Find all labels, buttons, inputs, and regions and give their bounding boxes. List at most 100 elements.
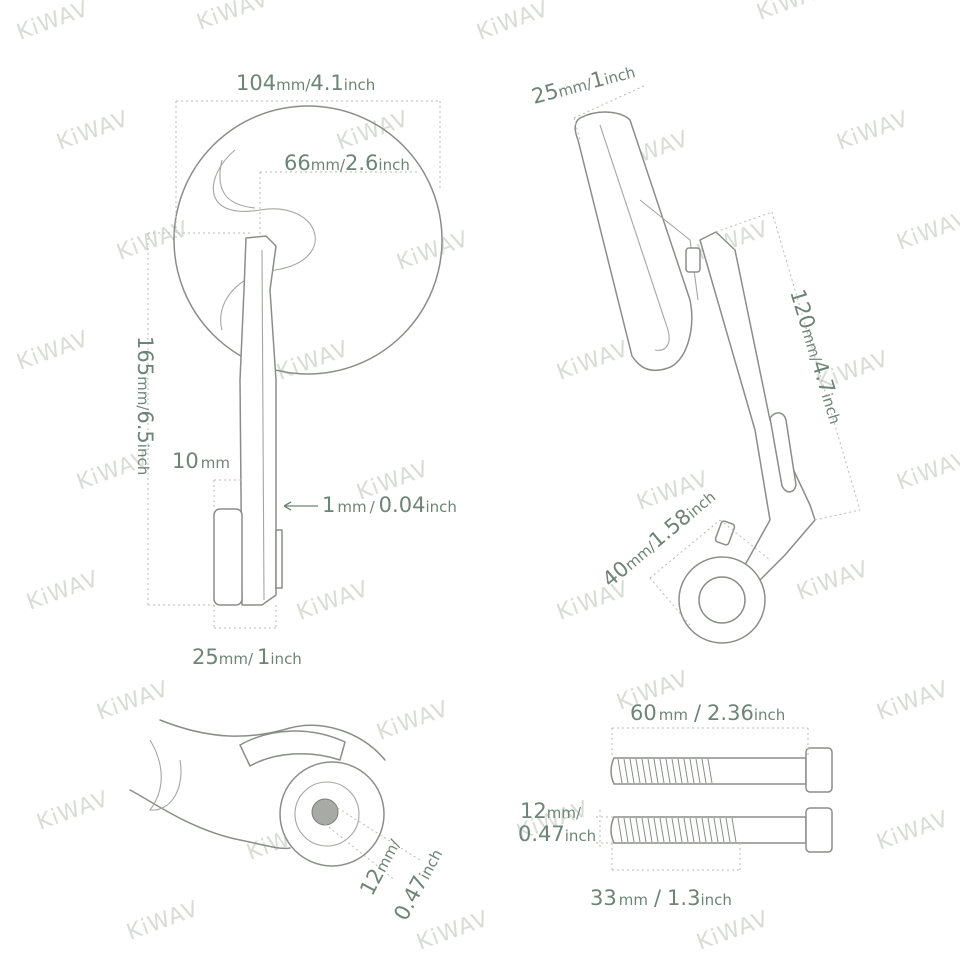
detail-bore <box>311 798 339 826</box>
watermark-text: KiWAV <box>194 0 273 36</box>
thread-line <box>659 758 665 784</box>
thread-line <box>629 758 635 784</box>
thread-line <box>659 817 665 843</box>
dim-front-offset: 66mm/2.6inch <box>284 151 410 175</box>
mirror-inner-curve <box>212 149 316 331</box>
thread-line <box>635 817 641 843</box>
thread-line <box>671 758 677 784</box>
watermark-text: KiWAV <box>894 447 960 496</box>
watermark-text: KiWAV <box>474 0 553 46</box>
side-screw <box>714 520 736 546</box>
side-mirror-back <box>639 199 699 301</box>
dim-side-arm-length: 120mm/4.7inch <box>785 286 849 426</box>
dim-bolt-diameter: 12mm/ <box>520 799 582 823</box>
dim-front-height: 165mm/6.5inch <box>133 336 157 475</box>
watermark-text: KiWAV <box>394 227 473 276</box>
thread-line <box>665 758 671 784</box>
front-view: 104mm/4.1inch 66mm/2.6inch 165mm/6.5inch… <box>133 71 457 669</box>
watermark-text: KiWAV <box>274 337 353 386</box>
bolt-short-thread <box>617 817 737 843</box>
side-arm <box>699 231 816 581</box>
thread-line <box>689 817 695 843</box>
watermark-text: KiWAV <box>114 217 193 266</box>
front-clamp-plate <box>275 529 283 589</box>
thread-line <box>683 758 689 784</box>
thread-line <box>719 817 725 843</box>
thread-line <box>647 817 653 843</box>
thread-line <box>623 758 629 784</box>
thread-line <box>707 758 713 784</box>
watermark-text: KiWAV <box>124 897 203 946</box>
detail-arm-band <box>239 730 346 767</box>
bolt-short <box>610 807 833 853</box>
front-stem <box>239 235 277 606</box>
front-stem-edge <box>261 249 265 601</box>
watermark-text: KiWAV <box>334 107 413 156</box>
bolt-long <box>610 747 833 793</box>
watermark-text: KiWAV <box>754 0 833 26</box>
bolt-long-thread <box>617 758 713 784</box>
thread-line <box>671 817 677 843</box>
dim-front-width: 104mm/4.1inch <box>236 71 375 95</box>
watermark-text: KiWAV <box>414 907 493 956</box>
thread-line <box>713 817 719 843</box>
thread-line <box>695 758 701 784</box>
thread-line <box>695 817 701 843</box>
watermark-text: KiWAV <box>694 907 773 956</box>
detail-body <box>129 719 386 850</box>
thread-line <box>641 817 647 843</box>
watermark-text: KiWAV <box>834 107 913 156</box>
watermark-text: KiWAV <box>34 787 113 836</box>
watermark-text: KiWAV <box>554 337 633 386</box>
watermark-text: KiWAV <box>54 107 133 156</box>
thread-line <box>647 758 653 784</box>
dim-base-width: 25mm/1inch <box>192 645 302 669</box>
detail-view: 12mm/ 0.47inch <box>129 719 446 924</box>
watermark-text: KiWAV <box>14 0 93 46</box>
dim-side-mirror-depth: 25mm/1inch <box>529 58 637 109</box>
thread-line <box>707 817 713 843</box>
side-mirror-inner <box>599 124 670 351</box>
gap-arrow <box>283 501 318 511</box>
watermark-text: KiWAV <box>94 677 173 726</box>
mirror-inner-curve-2 <box>219 159 256 209</box>
thread-line <box>617 758 623 784</box>
detail-clamp-inner <box>294 781 360 847</box>
thread-line <box>641 758 647 784</box>
thread-line <box>731 817 737 843</box>
side-view: 25mm/1inch 120mm/4.7inch 40mm/1.58inch <box>529 58 861 644</box>
side-connector <box>685 247 701 273</box>
dim-bolt-diameter-inch: 0.47inch <box>518 822 596 846</box>
watermark-text: KiWAV <box>374 697 453 746</box>
thread-line <box>653 817 659 843</box>
thread-line <box>683 817 689 843</box>
thread-line <box>701 817 707 843</box>
watermark-text: KiWAV <box>894 207 960 256</box>
thread-line <box>665 817 671 843</box>
thread-line <box>701 758 707 784</box>
watermark-text: KiWAV <box>874 677 953 726</box>
side-mirror-head <box>574 111 693 372</box>
side-clamp-hole <box>698 576 746 624</box>
thread-line <box>725 817 731 843</box>
front-clamp-block <box>213 508 243 606</box>
watermark-text: KiWAV <box>874 807 953 856</box>
thread-line <box>677 758 683 784</box>
thread-line <box>677 817 683 843</box>
watermark-text: KiWAV <box>24 567 103 616</box>
thread-line <box>653 758 659 784</box>
thread-line <box>635 758 641 784</box>
side-arm-slot <box>769 412 797 493</box>
watermark-text: KiWAV <box>14 327 93 376</box>
thread-line <box>623 817 629 843</box>
thread-line <box>629 817 635 843</box>
mirror-round-face <box>173 105 443 375</box>
thread-line <box>689 758 695 784</box>
detail-strut <box>148 739 182 811</box>
